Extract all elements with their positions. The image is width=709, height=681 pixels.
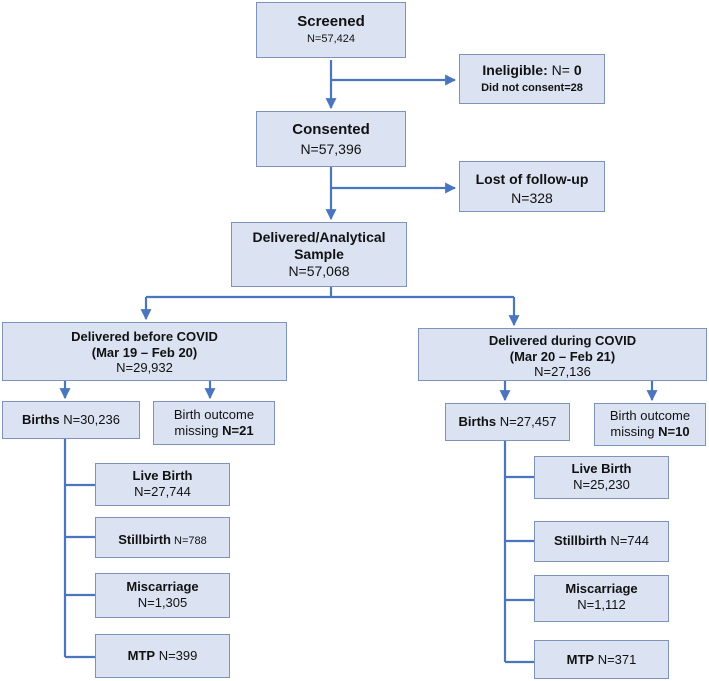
before-mtp-box: MTP N=399	[95, 634, 230, 678]
delivered-box: Delivered/Analytical Sample N=57,068	[231, 222, 407, 287]
ineligible-n-prefix: N=	[551, 62, 574, 78]
before-births-label: Births	[22, 412, 60, 427]
before-misc-count: N=1,305	[137, 594, 188, 610]
before-still-count: N=788	[170, 535, 207, 547]
during-missing-line2: missing	[610, 423, 655, 439]
during-covid-box: Delivered during COVID (Mar 20 – Feb 21)…	[418, 328, 707, 381]
screened-count: N=57,424	[306, 33, 355, 45]
during-missing-box: Birth outcome missing N=10	[594, 403, 706, 446]
during-misc-label: Miscarriage	[565, 581, 638, 596]
during-live-count: N=25,230	[573, 476, 630, 492]
before-live-count: N=27,744	[134, 483, 191, 499]
consented-box: Consented N=57,396	[256, 111, 406, 167]
during-still-label: Stillbirth	[553, 533, 607, 548]
during-miscarriage-box: Miscarriage N=1,112	[534, 575, 669, 622]
during-mtp-label: MTP	[566, 652, 595, 667]
delivered-count: N=57,068	[288, 262, 350, 279]
consented-count: N=57,396	[300, 141, 362, 157]
before-missing-box: Birth outcome missing N=21	[153, 401, 275, 445]
before-live-label: Live Birth	[132, 468, 193, 483]
before-missing-line2: missing	[174, 422, 219, 438]
screened-box: Screened N=57,424	[256, 2, 406, 58]
delivered-title-line1: Delivered/Analytical	[252, 229, 386, 245]
during-missing-line1: Birth outcome	[609, 408, 691, 423]
before-births-count: N=30,236	[59, 412, 120, 427]
before-count: N=29,932	[116, 360, 173, 376]
lost-count: N=328	[511, 189, 553, 206]
screened-title: Screened	[297, 13, 365, 30]
during-mtp-count: N=371	[594, 652, 637, 667]
during-births-label: Births	[458, 414, 497, 429]
during-still-count: N=744	[606, 533, 649, 548]
during-live-label: Live Birth	[571, 461, 632, 476]
before-covid-box: Delivered before COVID (Mar 19 – Feb 20)…	[2, 322, 287, 381]
lost-box: Lost of follow-up N=328	[459, 161, 605, 212]
ineligible-count: 0	[573, 62, 582, 78]
before-title-line1: Delivered before COVID	[71, 329, 218, 344]
during-births-box: Births N=27,457	[445, 403, 570, 441]
during-stillbirth-box: Stillbirth N=744	[534, 521, 669, 562]
during-title-line1: Delivered during COVID	[488, 333, 637, 348]
during-misc-count: N=1,112	[577, 596, 626, 612]
consented-title: Consented	[292, 121, 370, 138]
before-misc-label: Miscarriage	[126, 579, 199, 594]
before-stillbirth-box: Stillbirth N=788	[95, 517, 230, 558]
before-still-label: Stillbirth	[118, 532, 171, 547]
during-mtp-box: MTP N=371	[534, 640, 669, 679]
during-title-line2: (Mar 20 – Feb 21)	[509, 348, 616, 364]
delivered-title-line2: Sample	[294, 245, 344, 262]
before-missing-line1: Birth outcome	[173, 407, 255, 422]
during-count: N=27,136	[534, 364, 591, 380]
during-missing-count: N=10	[654, 423, 690, 439]
during-births-count: N=27,457	[496, 414, 557, 429]
before-births-box: Births N=30,236	[2, 401, 140, 439]
ineligible-box: Ineligible: N= 0 Did not consent=28	[459, 54, 605, 104]
lost-title: Lost of follow-up	[475, 171, 589, 187]
during-live-birth-box: Live Birth N=25,230	[534, 456, 669, 499]
before-title-line2: (Mar 19 – Feb 20)	[91, 344, 198, 360]
before-mtp-label: MTP	[127, 648, 156, 663]
did-not-consent: Did not consent=28	[481, 81, 583, 94]
ineligible-title: Ineligible:	[482, 62, 548, 78]
before-mtp-count: N=399	[155, 648, 198, 663]
before-live-birth-box: Live Birth N=27,744	[95, 463, 230, 506]
before-missing-count: N=21	[218, 422, 254, 438]
before-miscarriage-box: Miscarriage N=1,305	[95, 573, 230, 618]
